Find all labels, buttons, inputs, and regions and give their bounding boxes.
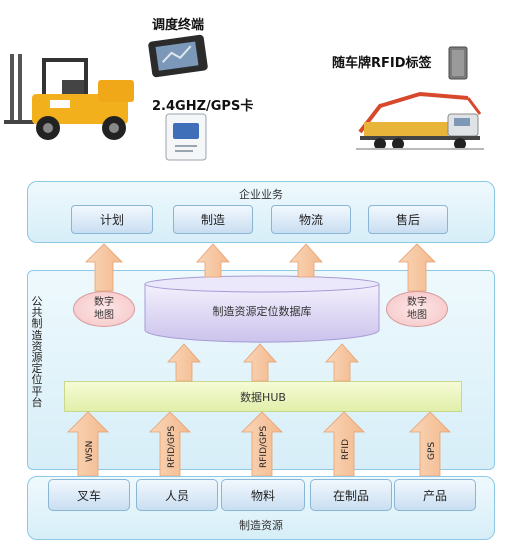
arrow-material-rfid-gps [241,411,283,477]
resource-product: 产品 [394,479,476,511]
resource-forklift: 叉车 [48,479,130,511]
dispatch-terminal-label: 调度终端 [152,18,205,33]
link-label-gps: GPS [427,442,437,460]
forklift-image [4,54,134,140]
arrow-db-to-logistics [289,243,323,278]
arrow-map-left-to-plan [85,243,123,292]
business-item-logistics: 物流 [271,205,351,234]
resource-material: 物料 [221,479,305,511]
pump-truck-image [356,91,484,150]
resource-personnel: 人员 [136,479,218,511]
link-label-wsn: WSN [85,441,95,462]
data-hub: 数据HUB [64,381,462,412]
digital-map-left: 数字地图 [73,291,135,327]
business-item-plan: 计划 [71,205,153,234]
location-database-label: 制造资源定位数据库 [212,305,312,318]
location-database [144,275,380,343]
link-label-rfid-gps-2: RFID/GPS [259,426,269,468]
digital-map-right-label: 数字地图 [407,297,427,321]
link-label-rfid-gps-1: RFID/GPS [167,426,177,468]
resources-title: 制造资源 [239,519,283,532]
arrow-product-gps [409,411,451,477]
arrow-hub-to-db-2 [243,343,277,382]
arrow-map-right-to-after-sales [398,243,436,292]
rfid-tag-label: 随车牌RFID标签 [332,56,432,71]
business-item-after-sales: 售后 [368,205,448,234]
link-label-rfid: RFID [341,439,351,460]
enterprise-business-title: 企业业务 [239,188,283,201]
digital-map-left-label: 数字地图 [94,297,114,321]
platform-title: 公共制造资源定位平台 [31,295,43,409]
arrow-db-to-manufacture [196,243,230,278]
dispatch-terminal-device [148,34,208,78]
arrow-forklift-wsn [67,411,109,477]
arrow-personnel-rfid-gps [149,411,191,477]
business-item-manufacture: 制造 [173,205,253,234]
digital-map-right: 数字地图 [386,291,448,327]
arrow-wip-rfid [323,411,365,477]
gps-card-image [165,113,207,161]
arrow-hub-to-db-1 [167,343,201,382]
resource-wip: 在制品 [310,479,392,511]
gps-card-label: 2.4GHZ/GPS卡 [152,99,254,114]
rfid-tag-image [448,46,468,80]
arrow-hub-to-db-3 [325,343,359,382]
